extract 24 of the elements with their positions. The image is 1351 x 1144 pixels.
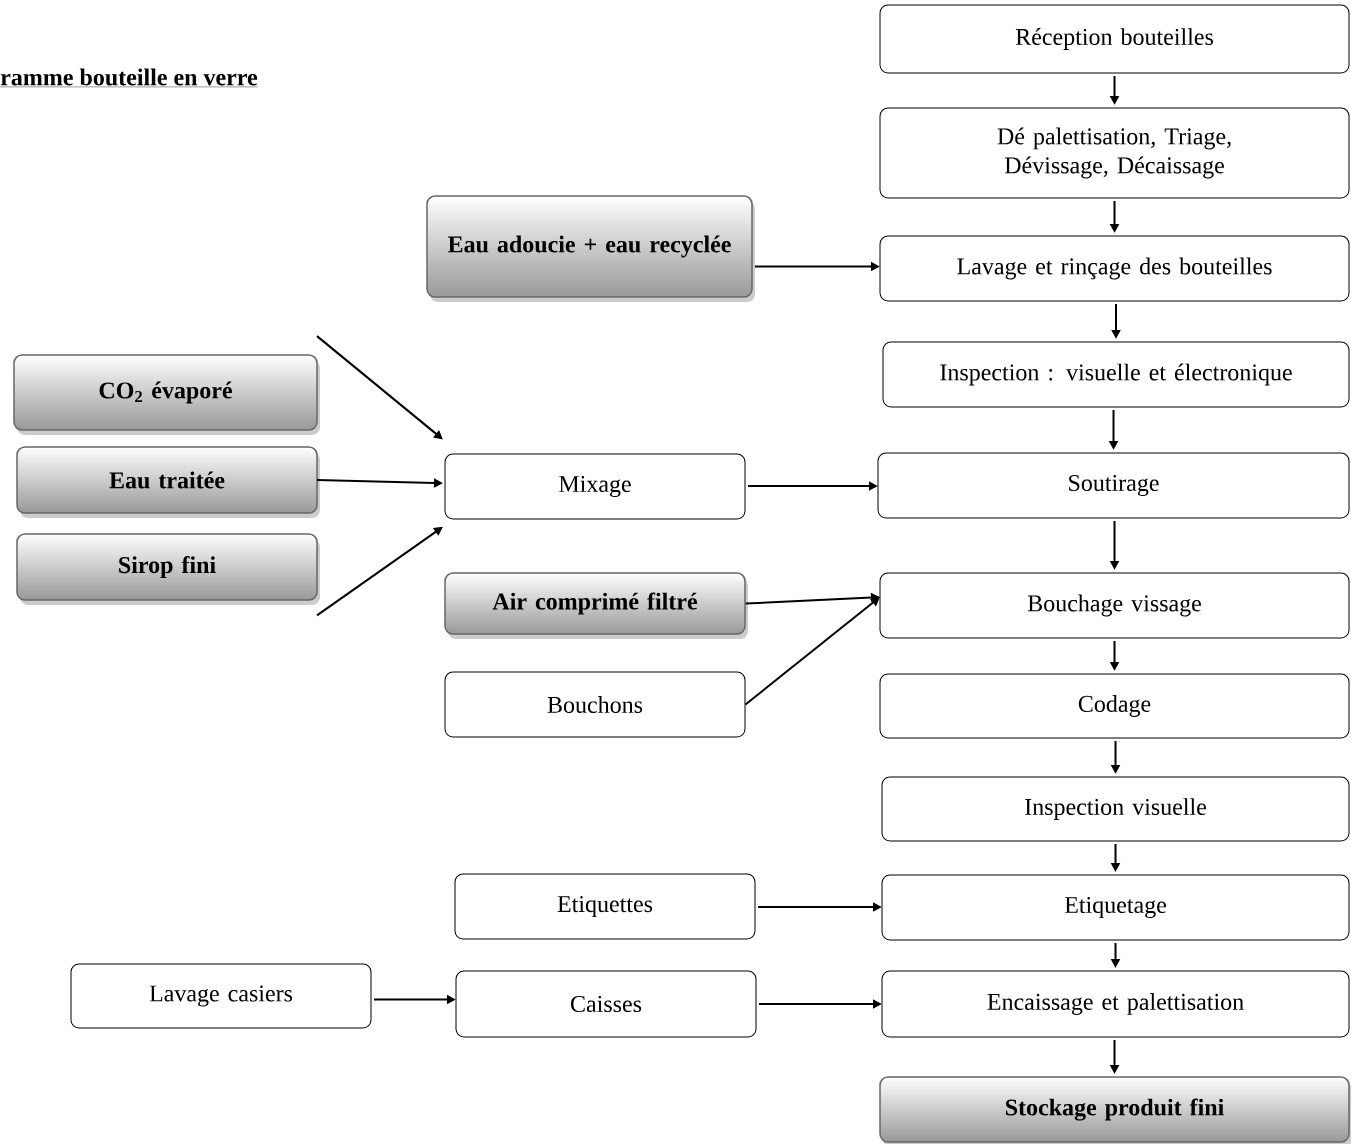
process-box: Réception bouteilles: [879, 4, 1350, 74]
process-box: Mixage: [444, 453, 746, 520]
process-box: Inspection visuelle: [881, 776, 1350, 842]
title: ramme bouteille en verre: [0, 68, 258, 88]
arrow: [316, 335, 443, 440]
process-box: Dé palettisation, Triage, Dévissage, Décaissage: [879, 107, 1350, 199]
process-box: Inspection : visuelle et électronique: [882, 341, 1350, 408]
process-box: Soutirage: [877, 452, 1350, 519]
process-box: Bouchons: [444, 671, 746, 738]
process-box: Lavage et rinçage des bouteilles: [879, 235, 1350, 302]
input-box: Stockage produit fini: [879, 1076, 1351, 1144]
process-box: Etiquettes: [454, 873, 756, 940]
input-box: Eau traitée: [16, 446, 320, 518]
process-box: Codage: [879, 673, 1350, 739]
process-box: Etiquetage: [881, 874, 1350, 941]
process-box: Encaissage et palettisation: [881, 970, 1350, 1038]
input-box: CO$_{2}$ évaporé: [13, 354, 320, 435]
process-box: Caisses: [455, 970, 757, 1038]
input-box: Sirop fini: [16, 533, 320, 605]
input-box: Eau adoucie + eau recyclée: [426, 195, 755, 302]
arrow: [744, 597, 880, 706]
process-box: Lavage casiers: [70, 963, 372, 1029]
input-box: Air comprimé filtré: [444, 572, 748, 639]
process-box: Bouchage vissage: [879, 572, 1350, 639]
